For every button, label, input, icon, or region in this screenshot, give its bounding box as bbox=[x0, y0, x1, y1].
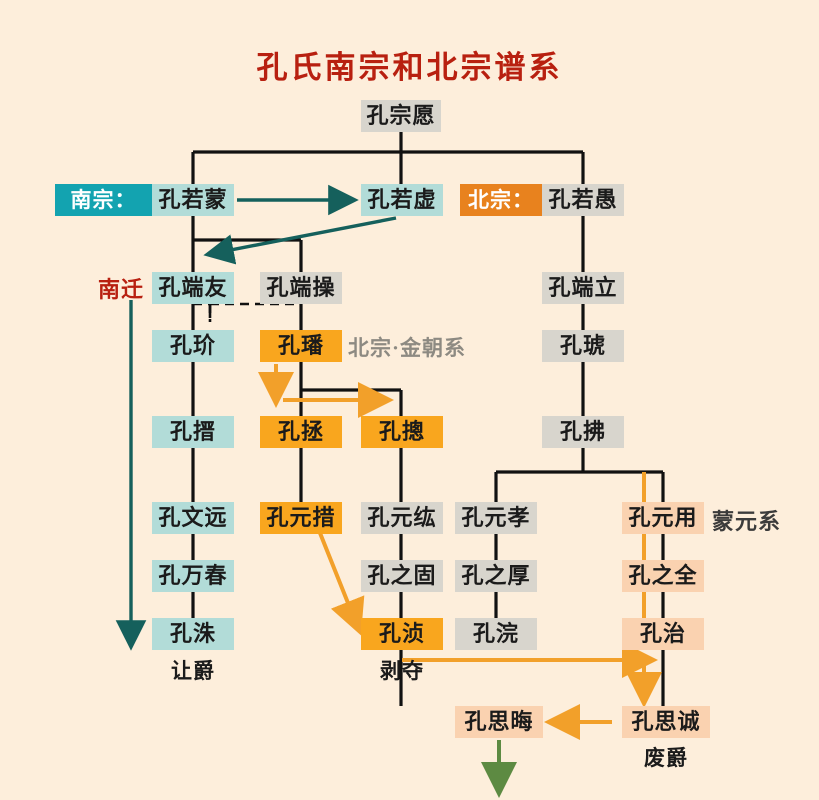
tag-north-branch: 北宗： bbox=[460, 184, 542, 216]
person-node-kj[interactable]: 孔玠 bbox=[152, 330, 234, 362]
person-node-ksc[interactable]: 孔思诚 bbox=[622, 706, 710, 738]
person-node-kyx[interactable]: 孔元孝 bbox=[455, 502, 537, 534]
person-node-kjin[interactable]: 孔搢 bbox=[152, 416, 234, 448]
person-node-kwc[interactable]: 孔万春 bbox=[152, 560, 234, 592]
person-node-kyc[interactable]: 孔元措 bbox=[260, 502, 342, 534]
label-jin-dynasty-line: 北宗·金朝系 bbox=[348, 336, 467, 360]
person-node-kzy[interactable]: 孔宗愿 bbox=[361, 100, 441, 132]
person-node-kwy[interactable]: 孔文远 bbox=[152, 502, 234, 534]
person-node-kdl[interactable]: 孔端立 bbox=[542, 272, 624, 304]
person-node-kh[interactable]: 孔琥 bbox=[542, 330, 624, 362]
person-node-kdc[interactable]: 孔端操 bbox=[260, 272, 342, 304]
person-node-kzq[interactable]: 孔之全 bbox=[622, 560, 704, 592]
person-node-kry[interactable]: 孔若愚 bbox=[542, 184, 624, 216]
person-node-kzn[interactable]: 孔浈 bbox=[361, 618, 443, 650]
annotation-yield: 让爵 bbox=[171, 659, 215, 683]
person-node-kyh[interactable]: 孔元纮 bbox=[361, 502, 443, 534]
person-node-kwan[interactable]: 孔浣 bbox=[455, 618, 537, 650]
person-node-ksh[interactable]: 孔思晦 bbox=[455, 706, 543, 738]
person-node-kzho[interactable]: 孔之厚 bbox=[455, 560, 537, 592]
person-node-kzo[interactable]: 孔摠 bbox=[361, 416, 443, 448]
person-node-kfu[interactable]: 孔拂 bbox=[542, 416, 624, 448]
dashed-adoption-edge bbox=[193, 302, 301, 322]
person-node-kyy[interactable]: 孔元用 bbox=[622, 502, 704, 534]
label-migrate-south: 南迁 bbox=[98, 277, 145, 302]
person-node-kzh[interactable]: 孔拯 bbox=[260, 416, 342, 448]
person-node-kzhu[interactable]: 孔洙 bbox=[152, 618, 234, 650]
person-node-krx[interactable]: 孔若虚 bbox=[361, 184, 443, 216]
tag-south-branch: 南宗： bbox=[55, 184, 152, 216]
annotation-stripped: 剥夺 bbox=[380, 659, 424, 683]
person-node-kzg[interactable]: 孔之固 bbox=[361, 560, 443, 592]
person-node-kdy[interactable]: 孔端友 bbox=[152, 272, 234, 304]
person-node-krm[interactable]: 孔若蒙 bbox=[152, 184, 234, 216]
page-title: 孔氏南宗和北宗谱系 bbox=[256, 50, 563, 85]
annotation-abolished: 废爵 bbox=[644, 746, 688, 770]
person-node-kzhi[interactable]: 孔治 bbox=[622, 618, 704, 650]
label-yuan-line: 蒙元系 bbox=[712, 509, 782, 534]
person-node-kf[interactable]: 孔璠 bbox=[260, 330, 342, 362]
